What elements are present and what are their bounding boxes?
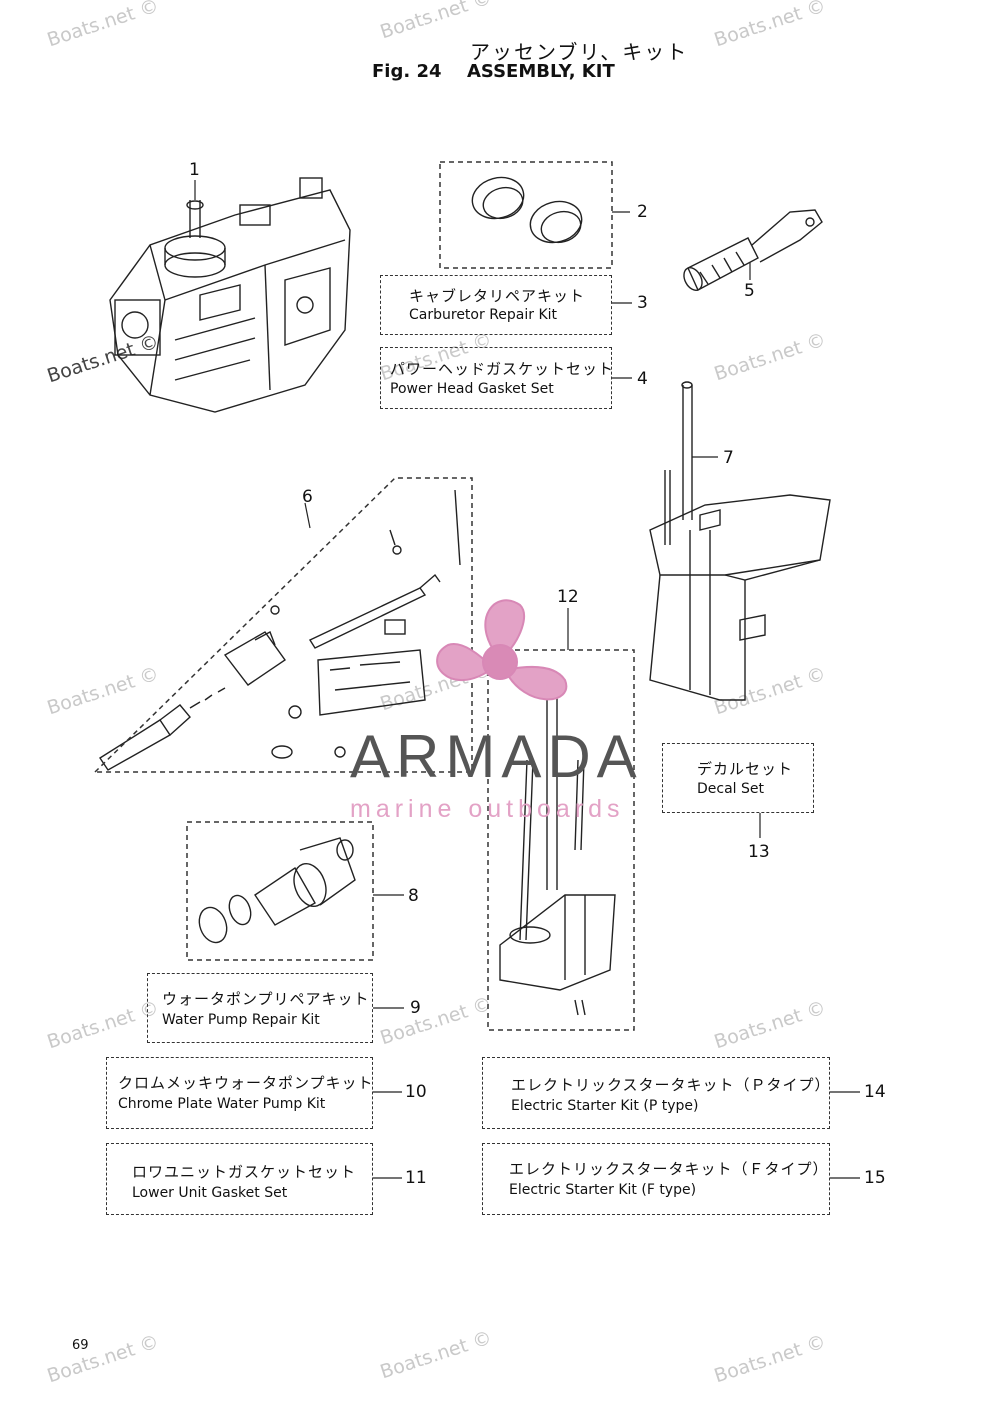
armada-propeller-logo — [436, 599, 568, 701]
page-number: 69 — [72, 1338, 89, 1353]
callout-2: 2 — [637, 202, 648, 222]
page-title: Fig. 24 ASSEMBLY, KIT — [372, 61, 615, 82]
kit-label-en: Decal Set — [697, 781, 764, 797]
fig-label: Fig. 24 — [372, 61, 442, 82]
callout-1: 1 — [189, 160, 200, 180]
callout-10: 10 — [405, 1082, 427, 1102]
callout-15: 15 — [864, 1168, 886, 1188]
kit-label-jp: デカルセット — [697, 760, 794, 778]
kit-label-jp: エレクトリックスタータキット（Ｐタイプ） — [511, 1076, 831, 1094]
lower-unit-drawing — [649, 381, 831, 701]
callout-13: 13 — [748, 842, 770, 862]
water-pump-drawing — [198, 837, 356, 944]
kit-label-jp: パワーヘッドガスケットセット — [390, 360, 615, 378]
kit-carburetor-repair: キャブレタリペアキット Carburetor Repair Kit — [380, 275, 612, 335]
kit-label-en: Water Pump Repair Kit — [162, 1012, 320, 1028]
callout-3: 3 — [637, 293, 648, 313]
kit-electric-starter-f: エレクトリックスタータキット（Ｆタイプ） Electric Starter Ki… — [482, 1143, 830, 1215]
callout-5: 5 — [744, 281, 755, 301]
kit-label-en: Electric Starter Kit (P type) — [511, 1098, 699, 1114]
callout-4: 4 — [637, 369, 648, 389]
kit-chrome-plate-water-pump: クロムメッキウォータポンプキット Chrome Plate Water Pump… — [106, 1057, 373, 1129]
kit-label-jp: ロワユニットガスケットセット — [132, 1163, 357, 1181]
kit-water-pump-repair: ウォータポンプリペアキット Water Pump Repair Kit — [147, 973, 373, 1043]
tiller-grip-drawing — [683, 209, 823, 291]
callout-8: 8 — [408, 886, 419, 906]
callout-9: 9 — [410, 998, 421, 1018]
callout-14: 14 — [864, 1082, 886, 1102]
kit-lower-unit-gasket: ロワユニットガスケットセット Lower Unit Gasket Set — [106, 1143, 373, 1215]
kit-label-en: Power Head Gasket Set — [390, 381, 554, 397]
kit-label-jp: キャブレタリペアキット — [409, 287, 586, 305]
page-title-jp: アッセンブリ、キット — [470, 40, 689, 64]
kit-power-head-gasket: パワーヘッドガスケットセット Power Head Gasket Set — [380, 347, 615, 409]
seal-rings-drawing — [471, 176, 583, 244]
callout-12: 12 — [557, 587, 579, 607]
kit-label-jp: エレクトリックスタータキット（Ｆタイプ） — [509, 1160, 829, 1178]
power-head-drawing — [109, 177, 351, 413]
title-text: ASSEMBLY, KIT — [467, 61, 615, 82]
callout-7: 7 — [723, 448, 734, 468]
kit-label-en: Chrome Plate Water Pump Kit — [118, 1096, 326, 1112]
kit-label-en: Carburetor Repair Kit — [409, 307, 558, 323]
kit-decal-set: デカルセット Decal Set — [662, 743, 814, 813]
callout-6: 6 — [302, 487, 313, 507]
armada-logo-text: ARMADA — [350, 723, 643, 790]
armada-logo-tagline: marine outboards — [350, 795, 625, 823]
kit-label-en: Electric Starter Kit (F type) — [509, 1182, 697, 1198]
drive-shaft-drawing — [499, 671, 616, 1016]
linkage-kit-drawing — [99, 489, 461, 771]
kit-label-en: Lower Unit Gasket Set — [132, 1185, 288, 1201]
kit-electric-starter-p: エレクトリックスタータキット（Ｐタイプ） Electric Starter Ki… — [482, 1057, 830, 1129]
kit-label-jp: クロムメッキウォータポンプキット — [118, 1074, 374, 1092]
callout-11: 11 — [405, 1168, 427, 1188]
kit-label-jp: ウォータポンプリペアキット — [162, 990, 370, 1008]
